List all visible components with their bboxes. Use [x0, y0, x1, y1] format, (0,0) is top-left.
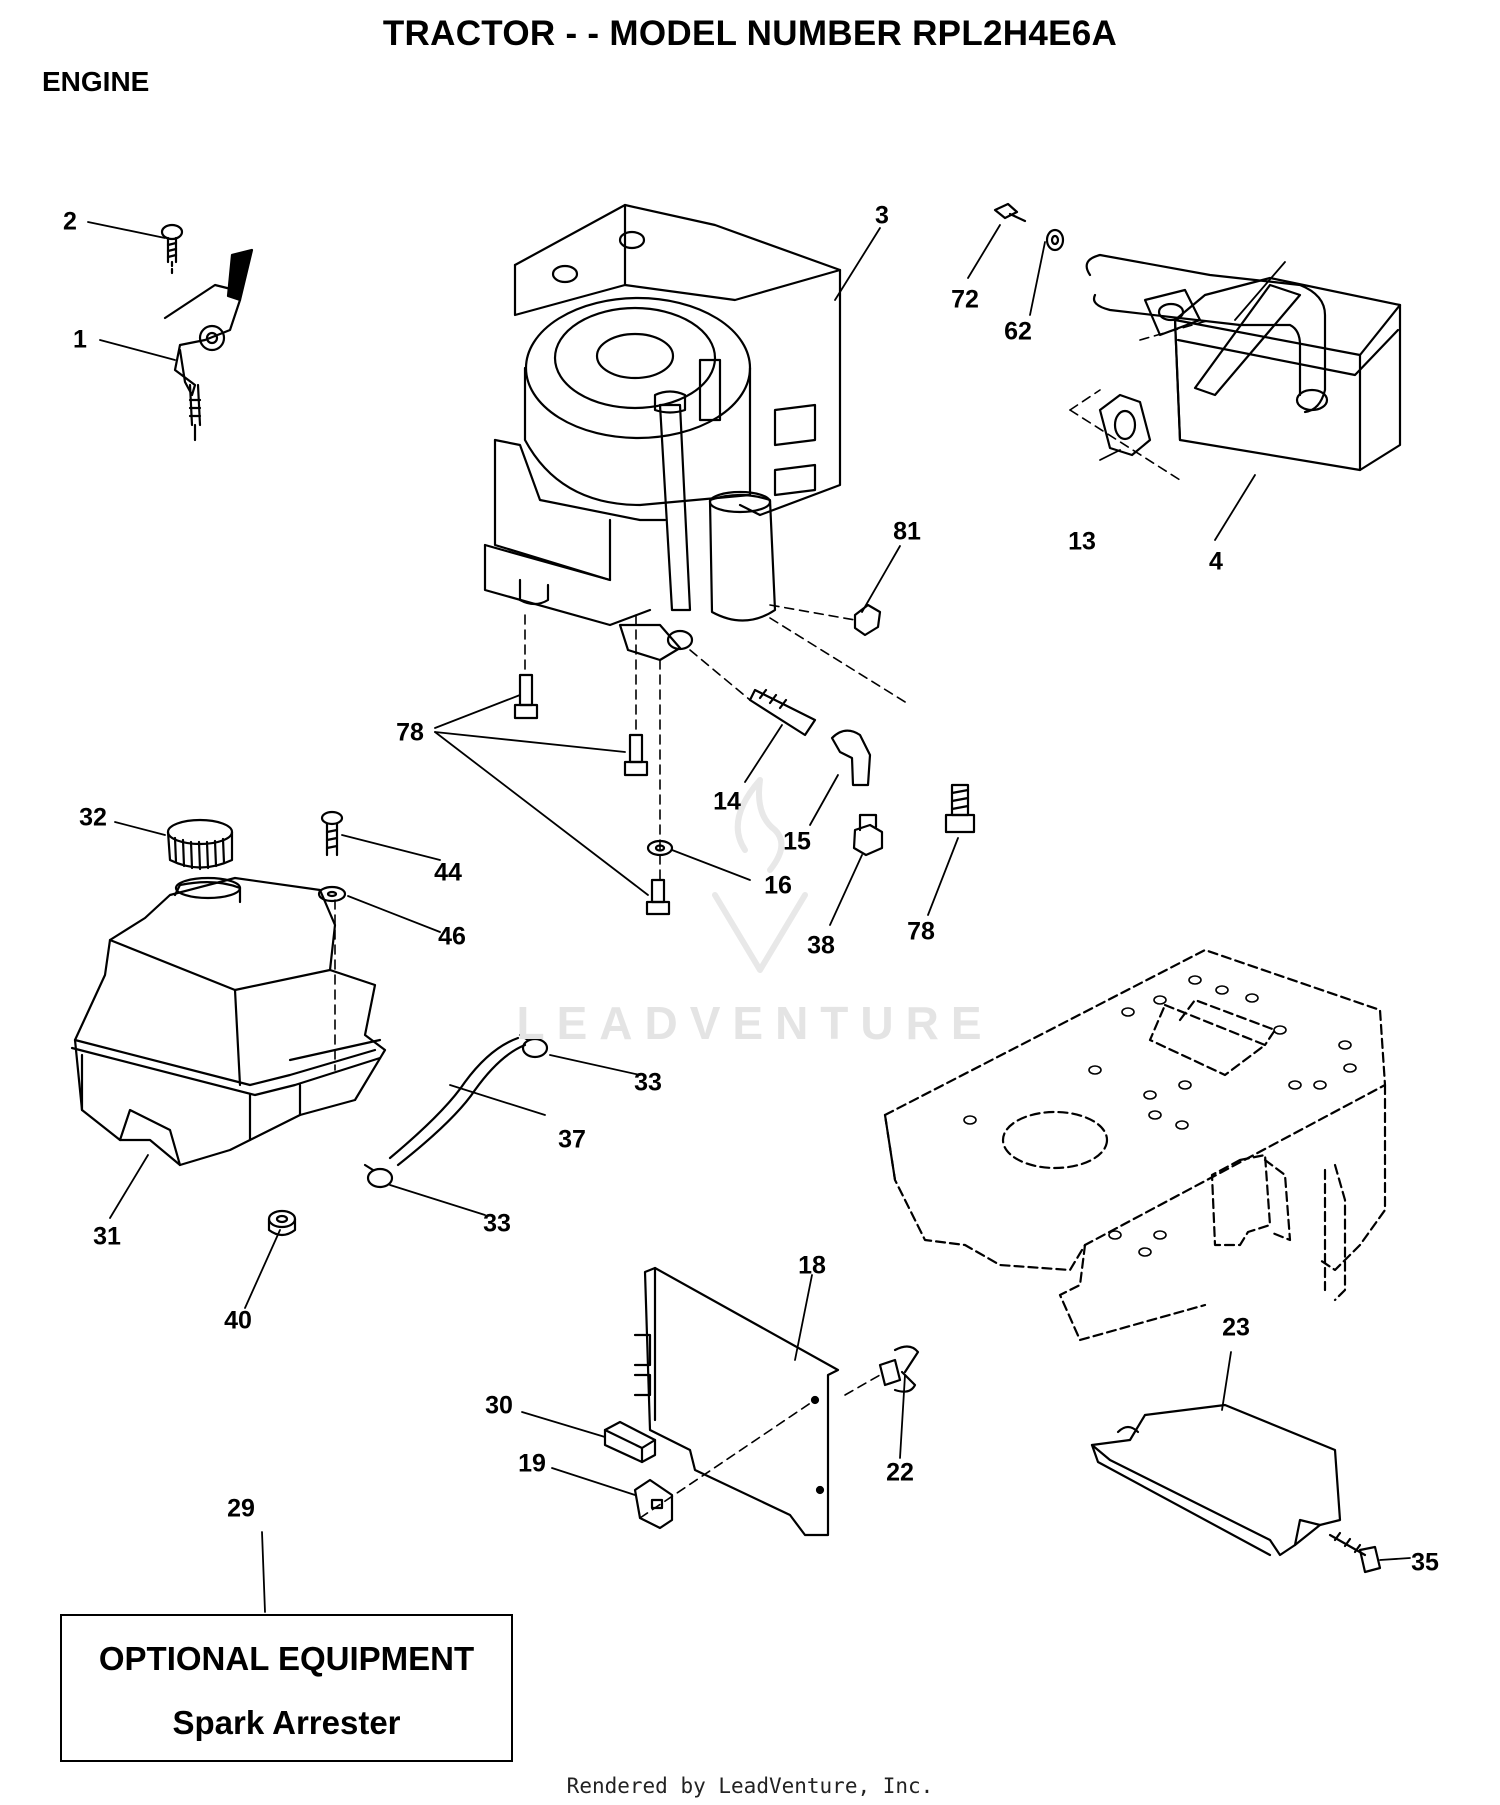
callout-38: 38 [807, 931, 835, 960]
callout-78-right: 78 [907, 917, 935, 946]
shield-part-23 [1090, 1403, 1342, 1557]
watermark-text: LEADVENTURE [516, 997, 994, 1049]
pad-part-30 [603, 1420, 657, 1464]
callout-4: 4 [1209, 547, 1223, 576]
section-heading: ENGINE [42, 66, 150, 97]
gasket-part-13 [1098, 393, 1152, 457]
grommet-part-40 [267, 1209, 297, 1237]
engine-part-3 [483, 203, 842, 662]
callout-78-left: 78 [396, 718, 424, 747]
bolt-part-35 [1328, 1531, 1382, 1574]
bolt-part-78-right [944, 783, 976, 834]
callout-2: 2 [63, 207, 77, 236]
fuel-line-part-37 [388, 1036, 527, 1167]
optional-equipment-title: OPTIONAL EQUIPMENT [98, 1640, 475, 1677]
engine-bolts-part-78 [513, 673, 671, 916]
hose-clamp-part-33-bottom [363, 1163, 394, 1189]
leader-lines [87, 221, 1411, 1613]
callout-30: 30 [485, 1391, 513, 1420]
elbow-part-15 [830, 729, 872, 787]
fuel-tank-part-31 [70, 876, 387, 1167]
callout-19: 19 [518, 1449, 546, 1478]
callout-15: 15 [783, 827, 811, 856]
callout-22: 22 [886, 1458, 914, 1487]
watermark-logo-icon [712, 777, 808, 973]
clip-part-19 [633, 1478, 674, 1530]
tractor-frame [883, 948, 1387, 1342]
callout-33-bottom: 33 [483, 1209, 511, 1238]
callout-31: 31 [93, 1222, 121, 1251]
callout-72: 72 [951, 285, 979, 314]
washer-part-62 [1045, 228, 1065, 252]
alignment-lines [334, 319, 1211, 1519]
callout-3: 3 [875, 201, 889, 230]
fuel-cap-part-32 [166, 818, 234, 871]
callout-23: 23 [1222, 1313, 1250, 1342]
washer-part-46 [317, 885, 347, 903]
callout-1: 1 [73, 325, 87, 354]
callout-16: 16 [764, 871, 792, 900]
callout-40: 40 [224, 1306, 252, 1335]
callout-13: 13 [1068, 527, 1096, 556]
callout-44: 44 [434, 858, 462, 887]
wing-screw-part-22 [878, 1345, 920, 1393]
nut-part-81 [853, 603, 882, 637]
page-title: TRACTOR - - MODEL NUMBER RPL2H4E6A [382, 14, 1118, 53]
callout-35: 35 [1411, 1548, 1439, 1577]
muffler-part-4 [1085, 253, 1402, 472]
callout-32: 32 [79, 803, 107, 832]
optional-equipment-item: Spark Arrester [172, 1704, 401, 1741]
drain-plug-part-38 [852, 813, 884, 857]
callout-14: 14 [713, 787, 741, 816]
footer-credit: Rendered by LeadVenture, Inc. [566, 1774, 934, 1798]
drain-nipple-part-14 [748, 688, 817, 737]
callout-46: 46 [438, 922, 466, 951]
screw-part-2 [160, 223, 184, 277]
callout-18: 18 [798, 1251, 826, 1280]
callout-81: 81 [893, 517, 921, 546]
hose-clamp-part-33-top [518, 1033, 549, 1059]
callout-29: 29 [227, 1494, 255, 1523]
throttle-control-part-1 [163, 248, 254, 442]
callout-62: 62 [1004, 317, 1032, 346]
screw-part-44 [320, 810, 344, 857]
callout-33-top: 33 [634, 1068, 662, 1097]
bolt-part-72 [993, 202, 1027, 223]
frame-holes [963, 975, 1357, 1257]
plate-part-18 [633, 1266, 840, 1537]
optional-equipment-box: OPTIONAL EQUIPMENT Spark Arrester [60, 1614, 513, 1762]
callout-37: 37 [558, 1125, 586, 1154]
